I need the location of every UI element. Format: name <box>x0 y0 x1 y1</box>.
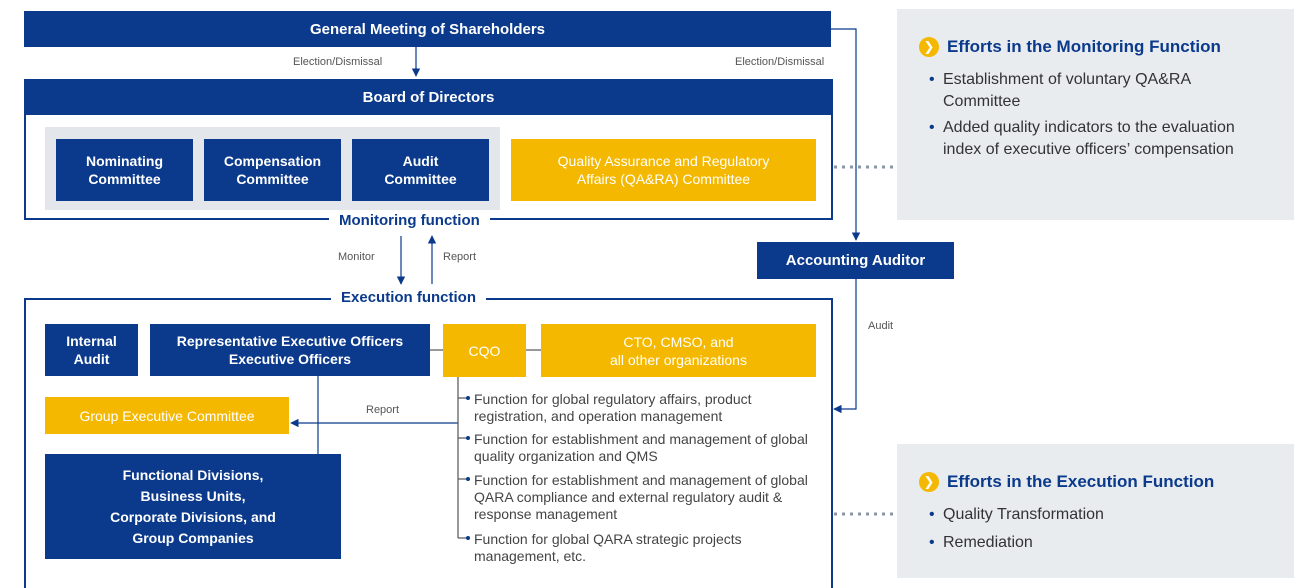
execution-function-label: Execution function <box>331 289 486 307</box>
representative-officers-label: Representative Executive Officers Execut… <box>176 333 404 367</box>
nominating-label: Nominating Committee <box>86 153 163 187</box>
internal-audit: Internal Audit <box>45 324 138 376</box>
arrow-election-auditor <box>830 28 861 241</box>
arrow-audit <box>833 278 857 414</box>
function-item: Function for establishment and managemen… <box>474 431 808 464</box>
group-executive-label: Group Executive Committee <box>79 407 255 424</box>
list-item: Added quality indicators to the evaluati… <box>929 117 1272 161</box>
audit-committee: Audit Committee <box>352 139 489 201</box>
list-item: Remediation <box>929 532 1272 554</box>
monitoring-efforts-title-text: Efforts in the Monitoring Function <box>947 37 1221 56</box>
cto-box: CTO, CMSO, and all other organizations <box>541 324 816 377</box>
chevron-right-icon: ❯ <box>919 472 939 492</box>
function-item: Function for establishment and managemen… <box>474 472 808 522</box>
execution-efforts-title-text: Efforts in the Execution Function <box>947 472 1215 491</box>
shareholders-label: General Meeting of Shareholders <box>309 20 546 38</box>
shareholders-box: General Meeting of Shareholders <box>24 11 831 47</box>
cto-label: CTO, CMSO, and all other organizations <box>610 333 747 368</box>
accounting-auditor-label: Accounting Auditor <box>785 252 926 269</box>
audit-label-flow: Audit <box>868 320 894 332</box>
monitoring-function-label: Monitoring function <box>329 212 490 230</box>
cqo-function-list: Function for global regulatory affairs, … <box>474 391 824 565</box>
election-label-right: Election/Dismissal <box>735 56 825 68</box>
nominating-committee: Nominating Committee <box>56 139 193 201</box>
internal-audit-label: Internal Audit <box>66 333 117 367</box>
list-item: Establishment of voluntary QA&RA Committ… <box>929 69 1272 113</box>
board-title: Board of Directors <box>24 79 833 115</box>
qara-committee: Quality Assurance and Regulatory Affairs… <box>511 139 816 201</box>
board-title-label: Board of Directors <box>362 88 495 106</box>
accounting-auditor: Accounting Auditor <box>757 242 954 279</box>
execution-efforts-list: Quality Transformation Remediation <box>919 504 1272 554</box>
cqo-box: CQO <box>443 324 526 377</box>
functional-divisions-label: Functional Divisions, Business Units, Co… <box>110 466 276 546</box>
report-label-group: Report <box>366 404 400 416</box>
election-label-left: Election/Dismissal <box>293 56 383 68</box>
monitoring-efforts-title: ❯ Efforts in the Monitoring Function <box>919 37 1272 57</box>
monitor-label: Monitor <box>338 251 375 263</box>
report-label: Report <box>443 251 477 263</box>
chevron-right-icon: ❯ <box>919 37 939 57</box>
representative-officers: Representative Executive Officers Execut… <box>150 324 430 376</box>
function-item: Function for global QARA strategic proje… <box>474 531 742 564</box>
functional-divisions: Functional Divisions, Business Units, Co… <box>45 454 341 559</box>
compensation-label: Compensation Committee <box>223 153 322 187</box>
compensation-committee: Compensation Committee <box>204 139 341 201</box>
qara-label: Quality Assurance and Regulatory Affairs… <box>557 153 770 187</box>
monitoring-efforts-list: Establishment of voluntary QA&RA Committ… <box>919 69 1272 161</box>
execution-efforts-title: ❯ Efforts in the Execution Function <box>919 472 1272 492</box>
function-item: Function for global regulatory affairs, … <box>474 391 752 424</box>
cqo-label: CQO <box>468 342 501 359</box>
execution-efforts-panel: ❯ Efforts in the Execution Function Qual… <box>897 444 1294 578</box>
monitoring-efforts-panel: ❯ Efforts in the Monitoring Function Est… <box>897 9 1294 220</box>
group-executive-committee: Group Executive Committee <box>45 397 289 434</box>
list-item: Quality Transformation <box>929 504 1272 526</box>
audit-label: Audit Committee <box>384 153 457 187</box>
